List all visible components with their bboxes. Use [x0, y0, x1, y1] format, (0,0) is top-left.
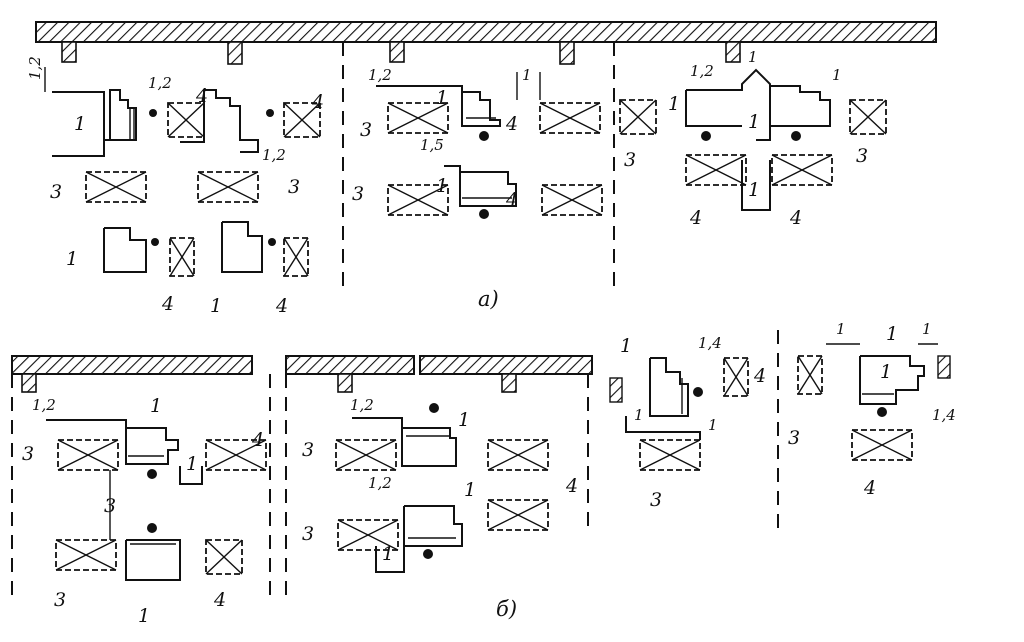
- label-tool: 4: [311, 91, 324, 113]
- top-beam: [35, 21, 937, 43]
- label-tool: 4: [789, 207, 802, 229]
- label-tool: 4: [505, 113, 518, 135]
- label-support: 3: [302, 439, 314, 461]
- label-part: 1: [880, 361, 892, 383]
- dim-label: 1,2: [262, 146, 286, 164]
- dim-label: 1: [708, 416, 718, 434]
- panel-a1: 1,2 1 4 4 3 3 1 4 1 4 1,2 1,2: [26, 56, 324, 317]
- label-part: 1: [668, 93, 680, 115]
- panel-a3: 1 1 1 3 3 4 4 1 1 1,2: [619, 48, 887, 229]
- label-tool: 4: [863, 477, 876, 499]
- label-part: 1: [748, 111, 760, 133]
- label-support: 3: [54, 589, 66, 611]
- dim-label: 1: [522, 66, 532, 84]
- panel-b1: 1 3 4 1 3 3 1 4 1,2: [22, 395, 267, 627]
- dim-label: 1: [836, 320, 846, 338]
- dim-label: 1: [832, 66, 842, 84]
- dim-label: 1,2: [32, 396, 56, 414]
- label-part: 1: [620, 335, 632, 357]
- label-part: 1: [436, 87, 448, 109]
- label-tool: 4: [213, 589, 226, 611]
- dim-label: 1,4: [932, 406, 956, 424]
- label-part: 1: [886, 323, 898, 345]
- label-part: 1: [66, 248, 78, 270]
- label-support: 3: [360, 119, 372, 141]
- label-tool: 4: [161, 293, 174, 315]
- dim-label: 1,2: [368, 66, 392, 84]
- label-part: 1: [210, 295, 222, 317]
- label-tool: 4: [195, 85, 208, 107]
- label-support: 3: [104, 495, 116, 517]
- beam-posts: [61, 41, 741, 65]
- label-support: 3: [650, 489, 662, 511]
- label-support: 3: [288, 176, 300, 198]
- label-tool: 4: [565, 475, 578, 497]
- label-tool: 4: [251, 429, 264, 451]
- caption-b: б): [496, 597, 517, 621]
- label-tool: 4: [753, 365, 766, 387]
- dim-label: 1: [922, 320, 932, 338]
- dim-label: 1,4: [698, 334, 722, 352]
- dim-label: 1,5: [420, 136, 444, 154]
- caption-a: а): [478, 287, 499, 311]
- panel-b3: 1 4 3 1 1,4 1: [609, 334, 766, 511]
- label-support: 3: [352, 183, 364, 205]
- panel-b2: 1 3 1 4 3 1 1,2 1,2: [302, 396, 578, 573]
- dim-label: 1: [634, 406, 644, 424]
- dim-label: 1: [748, 48, 758, 66]
- label-part: 1: [436, 175, 448, 197]
- beam-b1: [11, 355, 253, 375]
- dim-label: 1,2: [26, 56, 44, 80]
- panel-a: 1,2 1 4 4 3 3 1 4 1 4 1,2 1,2: [26, 21, 937, 317]
- label-part: 1: [748, 179, 760, 201]
- panel-a2: 1 3 4 1 3 4 1 1,5 1,2: [352, 66, 603, 219]
- label-support: 3: [788, 427, 800, 449]
- label-support: 3: [302, 523, 314, 545]
- panel-b4: 1 1 3 4 1 1 1,4: [788, 320, 956, 499]
- panel-b: 1 3 4 1 3 3 1 4 1,2 1 3 1 4 3: [11, 320, 956, 627]
- dim-label: 1,2: [148, 74, 172, 92]
- label-part: 1: [382, 543, 394, 565]
- label-part: 1: [138, 605, 150, 627]
- label-tool: 4: [689, 207, 702, 229]
- label-support: 3: [22, 443, 34, 465]
- dim-label: 1,2: [368, 474, 392, 492]
- beam-b2: [285, 355, 415, 375]
- dim-label: 1,2: [350, 396, 374, 414]
- label-part: 1: [150, 395, 162, 417]
- label-part: 1: [74, 113, 86, 135]
- dim-label: 1,2: [690, 62, 714, 80]
- label-tool: 4: [275, 295, 288, 317]
- label-part: 1: [186, 453, 198, 475]
- label-support: 3: [624, 149, 636, 171]
- label-tool: 4: [505, 189, 518, 211]
- label-part: 1: [464, 479, 476, 501]
- label-part: 1: [458, 409, 470, 431]
- label-support: 3: [50, 181, 62, 203]
- label-support: 3: [856, 145, 868, 167]
- beam-b3: [419, 355, 593, 375]
